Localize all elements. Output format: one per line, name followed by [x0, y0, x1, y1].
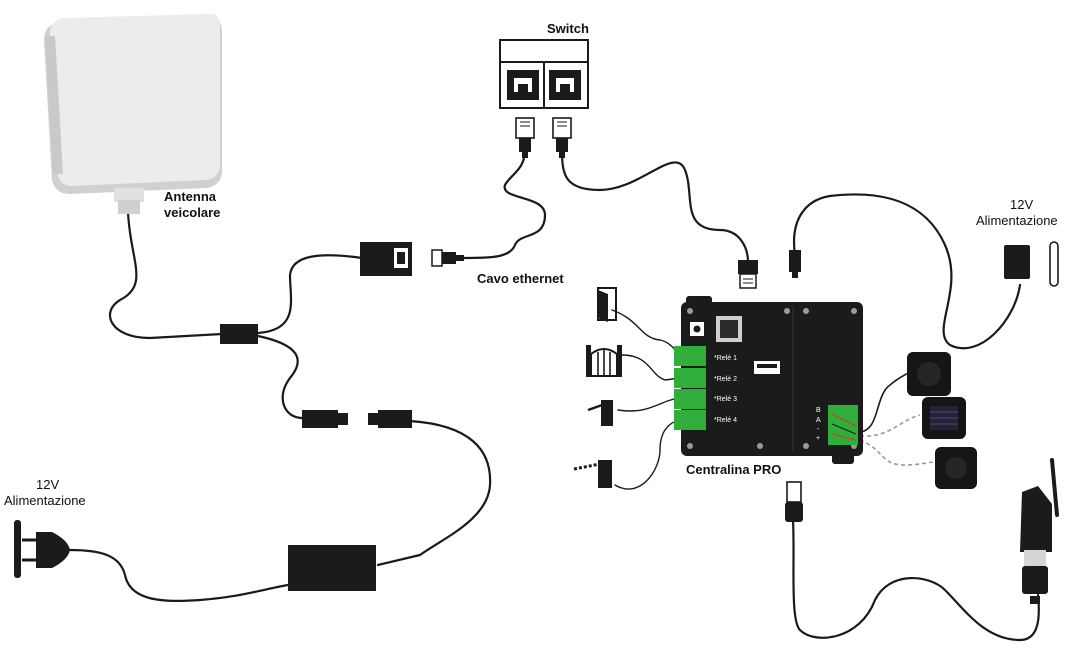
keypad-icon [922, 397, 966, 439]
bollard-icon [573, 460, 612, 488]
relay2-wire [621, 354, 681, 381]
controller-label: Centralina PRO [686, 462, 781, 477]
poe-injector-icon [360, 242, 412, 276]
relay-label-1: *Relé 1 [714, 355, 737, 362]
rs485-dashed-2 [859, 439, 937, 466]
card-reader-icon [907, 352, 951, 396]
barrier-icon [587, 400, 613, 426]
terminal-letter-b: B [816, 407, 821, 414]
relay-terminal-3 [674, 389, 706, 409]
relay-label-2: *Relé 2 [714, 376, 737, 383]
terminal-letter-a: A [816, 417, 821, 424]
switch-ethernet-cable-1 [460, 148, 547, 260]
antenna-cable [109, 210, 224, 340]
usb-plug-icon [785, 481, 803, 522]
rj45-plug-icon [515, 117, 535, 158]
barrel-connector-icon [368, 410, 412, 428]
power-supply-icon [288, 545, 376, 591]
relay-terminal-1 [674, 346, 706, 366]
card-reader-icon [935, 447, 977, 489]
cables [68, 148, 1040, 642]
rj45-plug-icon [738, 260, 758, 289]
barrel-connector-icon [302, 410, 348, 428]
gate-icon [586, 345, 622, 377]
relay-terminal-4 [674, 410, 706, 430]
relay3-wire [617, 397, 681, 412]
vehicle-antenna-icon [44, 14, 222, 214]
switch-ethernet-cable-2 [560, 148, 750, 264]
antenna-label-line1: Antenna [164, 189, 217, 204]
poe-splitter-icon [220, 324, 258, 344]
power-left-label-line2: Alimentazione [4, 493, 86, 508]
relay-label-4: *Relé 4 [714, 417, 737, 424]
injector-power-cable [256, 334, 304, 420]
switch-label: Switch [547, 21, 589, 36]
power-right-label-line2: Alimentazione [976, 213, 1058, 228]
usb-modem-icon [1020, 458, 1059, 604]
terminal-letter-plus: + [816, 435, 820, 442]
relay-label-3: *Relé 3 [714, 396, 737, 403]
rj45-plug-icon [552, 117, 572, 158]
plug-cable [68, 548, 290, 603]
relay4-wire [614, 419, 681, 490]
dc-plug-icon [789, 250, 801, 278]
power-plug-icon [14, 520, 70, 578]
power-adapter-icon [1004, 241, 1059, 287]
power-right-label-line1: 12V [1010, 197, 1033, 212]
rs485-dashed-1 [859, 414, 921, 437]
injector-poe-cable [256, 254, 364, 335]
antenna-label-line2: veicolare [164, 205, 220, 220]
relay-terminal-2 [674, 368, 706, 388]
usb-cable [791, 518, 1040, 642]
ethernet-cable-label: Cavo ethernet [477, 271, 564, 286]
terminal-letter-minus: - [817, 426, 820, 433]
power-left-label-line1: 12V [36, 477, 59, 492]
rj45-plug-icon [431, 249, 464, 267]
controller-power-cable [792, 193, 1022, 350]
controller-device [674, 296, 863, 464]
rs485-wire [859, 371, 911, 433]
network-switch-icon [499, 39, 589, 109]
door-icon [597, 287, 617, 322]
psu-cable-top [376, 419, 492, 567]
relay1-wire [611, 309, 681, 356]
